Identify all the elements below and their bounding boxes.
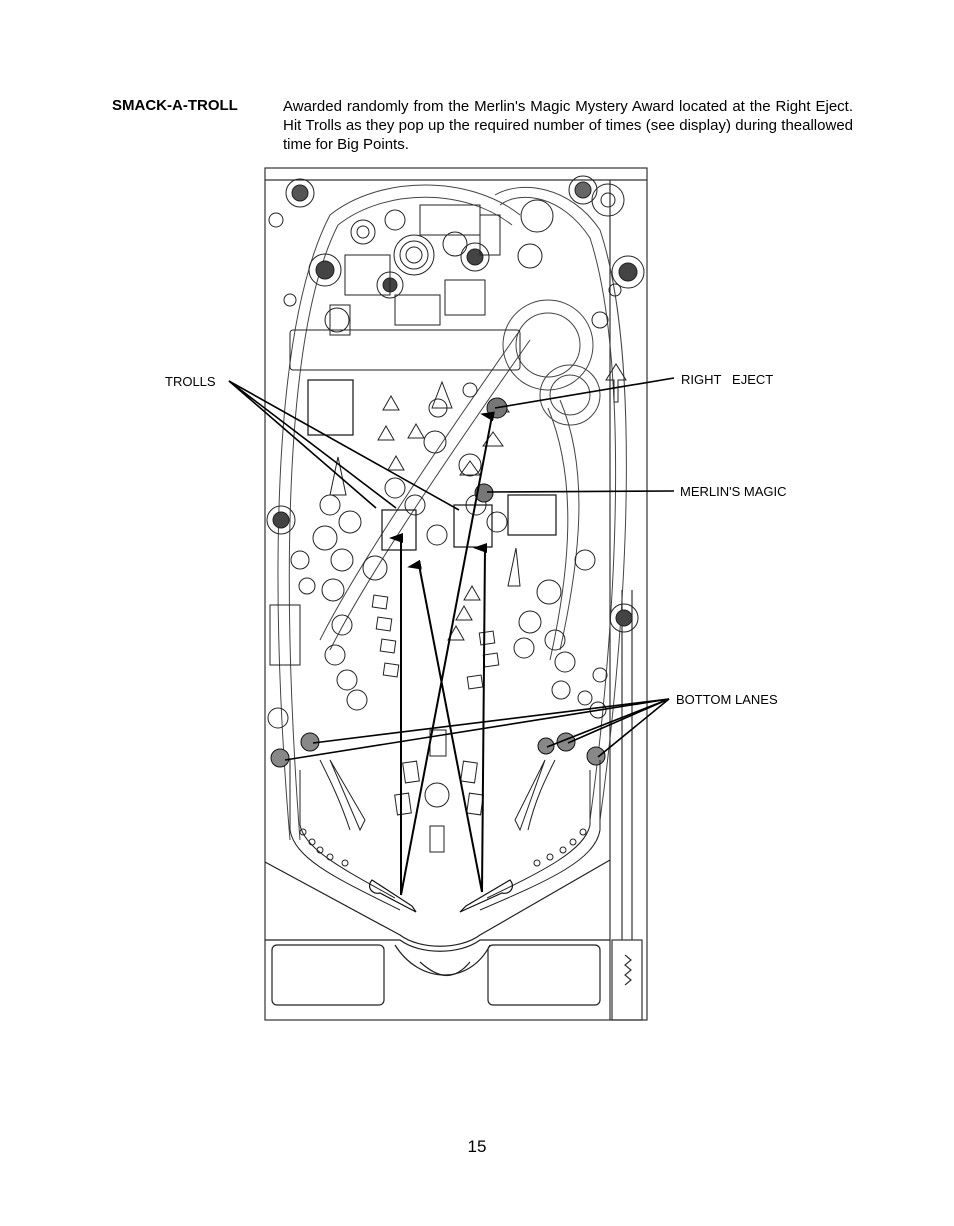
merlins-magic-label: MERLIN'S MAGIC (680, 484, 787, 499)
bottom-lanes-label: BOTTOM LANES (676, 692, 778, 707)
bottom-lanes-pointer-line (567, 698, 670, 744)
right-eject-pointer-line (494, 377, 675, 409)
left-flipper (368, 879, 417, 913)
right-flipper (459, 879, 514, 913)
bottom-lanes-pointer-line (312, 698, 670, 744)
left-orbit (277, 184, 521, 841)
trolls-label: TROLLS (165, 374, 216, 389)
shot-arrow (407, 559, 483, 893)
shot-arrow (400, 411, 495, 896)
merlins-magic-pointer-line (486, 490, 675, 493)
bottom-lanes-pointer-line (597, 698, 670, 758)
bottom-lanes-pointer-line (284, 698, 670, 761)
bottom-lane-light (537, 737, 555, 755)
troll-target-right (453, 504, 493, 548)
trolls-pointer-line (228, 380, 377, 509)
bottom-lane-light (270, 748, 290, 768)
cabinet-outline (264, 167, 648, 1021)
trolls-pointer-line (228, 380, 397, 509)
section-description: Awarded randomly from the Merlin's Magic… (283, 98, 853, 153)
right-eject-label: RIGHT EJECT (681, 372, 774, 387)
bottom-lane-light (586, 746, 606, 766)
page-number: 15 (467, 1137, 487, 1156)
merlins-magic-insert (474, 483, 494, 503)
troll-target-left (381, 509, 417, 551)
trolls-pointer-line (228, 380, 460, 511)
right-orbit (494, 186, 627, 821)
shot-arrow (473, 543, 488, 893)
section-title: SMACK-A-TROLL (112, 97, 238, 114)
